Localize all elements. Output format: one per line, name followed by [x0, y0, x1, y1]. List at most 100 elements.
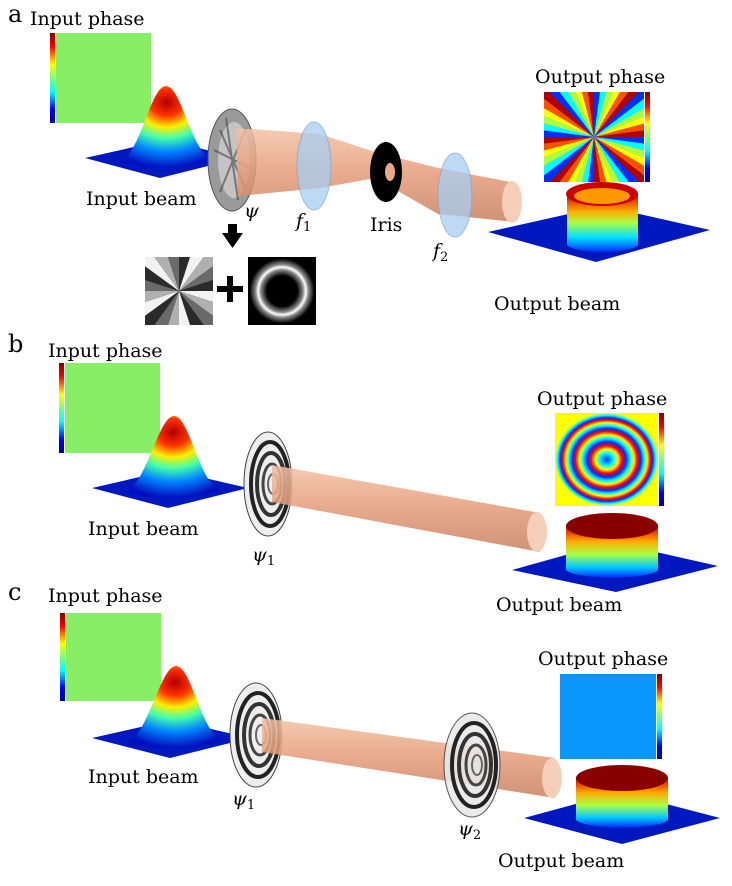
- input-phase-colorbar: [50, 33, 55, 123]
- phase-spoke: [544, 137, 594, 144]
- output-phase-map-a: [544, 92, 644, 182]
- phase-spoke: [568, 92, 594, 137]
- psi-label: ψ: [244, 200, 259, 222]
- panel-c-graphic: [60, 613, 720, 844]
- phase-spoke: [179, 291, 213, 303]
- beam-tube-c: [262, 718, 555, 798]
- arrow-shaft: [228, 224, 237, 234]
- phase-spoke: [544, 137, 594, 151]
- phase-spoke: [179, 257, 191, 291]
- panel-letter: c: [8, 578, 22, 606]
- phase-spoke: [544, 130, 594, 137]
- input-phase-label: Input phase: [48, 585, 163, 607]
- input-phase-map: [56, 33, 151, 123]
- panel-letter: b: [8, 330, 24, 358]
- iris-label: Iris: [370, 214, 403, 236]
- slm-psi1: [229, 682, 283, 788]
- phase-spoke: [594, 92, 620, 137]
- phase-spoke: [594, 137, 644, 182]
- panel-a-graphic: [50, 33, 710, 325]
- phase-spoke: [544, 98, 594, 137]
- phase-spoke: [145, 279, 179, 291]
- phase-spoke: [167, 257, 179, 291]
- plus-vertical: [227, 276, 233, 302]
- panel-b: b Input phase Input beam ψ1 Output phase…: [0, 330, 732, 615]
- phase-spoke: [145, 257, 179, 291]
- phase-spoke: [594, 137, 644, 151]
- input-beam-gaussian: [118, 86, 215, 168]
- output-phase-label: Output phase: [535, 66, 666, 88]
- panel-b-graphic: [59, 363, 718, 592]
- phase-spoke: [154, 257, 179, 291]
- output-phase-colorbar-a: [645, 92, 650, 182]
- phase-spoke: [179, 266, 213, 291]
- phase-spoke: [594, 123, 644, 137]
- input-phase-label: Input phase: [30, 8, 145, 30]
- psi2-label: ψ2: [458, 818, 482, 843]
- beam-tube-b: [272, 465, 540, 552]
- panel-letter: a: [8, 0, 23, 28]
- output-beam-label: Output beam: [494, 293, 621, 315]
- phase-spoke: [167, 291, 179, 325]
- input-beam-label: Input beam: [86, 188, 197, 210]
- input-phase-colorbar: [60, 613, 65, 701]
- output-phase-map-c: [560, 674, 656, 759]
- phase-spoke: [179, 257, 204, 291]
- output-phase-colorbar-b: [659, 413, 664, 506]
- arrow-down-icon: [222, 233, 243, 248]
- f1-label: f1: [296, 210, 312, 235]
- input-phase-label: Input phase: [48, 340, 163, 362]
- input-phase-map: [65, 363, 160, 453]
- output-beam-label: Output beam: [498, 850, 625, 872]
- output-phase-label: Output phase: [538, 648, 669, 670]
- input-beam-gaussian: [126, 666, 224, 748]
- input-beam-gaussian: [124, 416, 222, 498]
- phase-spoke: [588, 137, 594, 182]
- output-beam-label: Output beam: [496, 594, 623, 616]
- output-beam-ring: [567, 194, 638, 252]
- phase-spoke: [581, 92, 594, 137]
- phase-spoke: [544, 123, 594, 137]
- vortex-phase-thumbnail: [145, 257, 213, 325]
- phase-spoke: [594, 92, 607, 137]
- input-beam-label: Input beam: [88, 766, 199, 788]
- phase-spoke: [581, 137, 594, 182]
- phase-spoke: [179, 291, 213, 316]
- phase-spoke: [594, 92, 600, 137]
- output-phase-colorbar-c: [657, 674, 662, 759]
- phase-spoke: [594, 92, 644, 137]
- slm-psi2: [443, 712, 501, 818]
- phase-spoke: [588, 92, 594, 137]
- phase-spoke: [145, 291, 179, 316]
- input-beam-label: Input beam: [88, 518, 199, 540]
- phase-spoke: [544, 92, 594, 137]
- panel-a: a Input phase Input beam ψ f1 Iris f2 Ou…: [0, 0, 732, 330]
- phase-spoke: [594, 98, 644, 137]
- lens-f1: [296, 121, 332, 211]
- input-phase-colorbar: [59, 363, 64, 453]
- panel-c: c Input phase Input beam ψ1 ψ2 Output ph…: [0, 580, 732, 886]
- phase-spoke: [145, 291, 179, 325]
- phase-spoke: [594, 137, 607, 182]
- ring-amplitude-thumbnail: [248, 257, 316, 325]
- lens-f2: [437, 152, 473, 238]
- phase-spoke: [594, 137, 644, 144]
- phase-spoke: [179, 291, 191, 325]
- psi1-label: ψ1: [252, 544, 276, 569]
- input-phase-map: [66, 613, 161, 701]
- phase-spoke: [544, 137, 594, 182]
- phase-spoke: [179, 257, 213, 291]
- output-beam-cylinder-b: [566, 526, 658, 578]
- output-phase-map-b: [555, 413, 658, 506]
- phase-spoke: [179, 291, 204, 325]
- output-beam-cylinder-c: [576, 778, 668, 828]
- phase-spoke: [179, 291, 213, 325]
- phase-spoke: [145, 266, 179, 291]
- phase-spoke: [179, 279, 213, 291]
- phase-spoke: [145, 291, 179, 303]
- output-phase-label: Output phase: [537, 388, 668, 410]
- phase-spoke: [154, 291, 179, 325]
- phase-spoke: [594, 137, 600, 182]
- phase-spoke: [594, 130, 644, 137]
- f2-label: f2: [433, 240, 449, 265]
